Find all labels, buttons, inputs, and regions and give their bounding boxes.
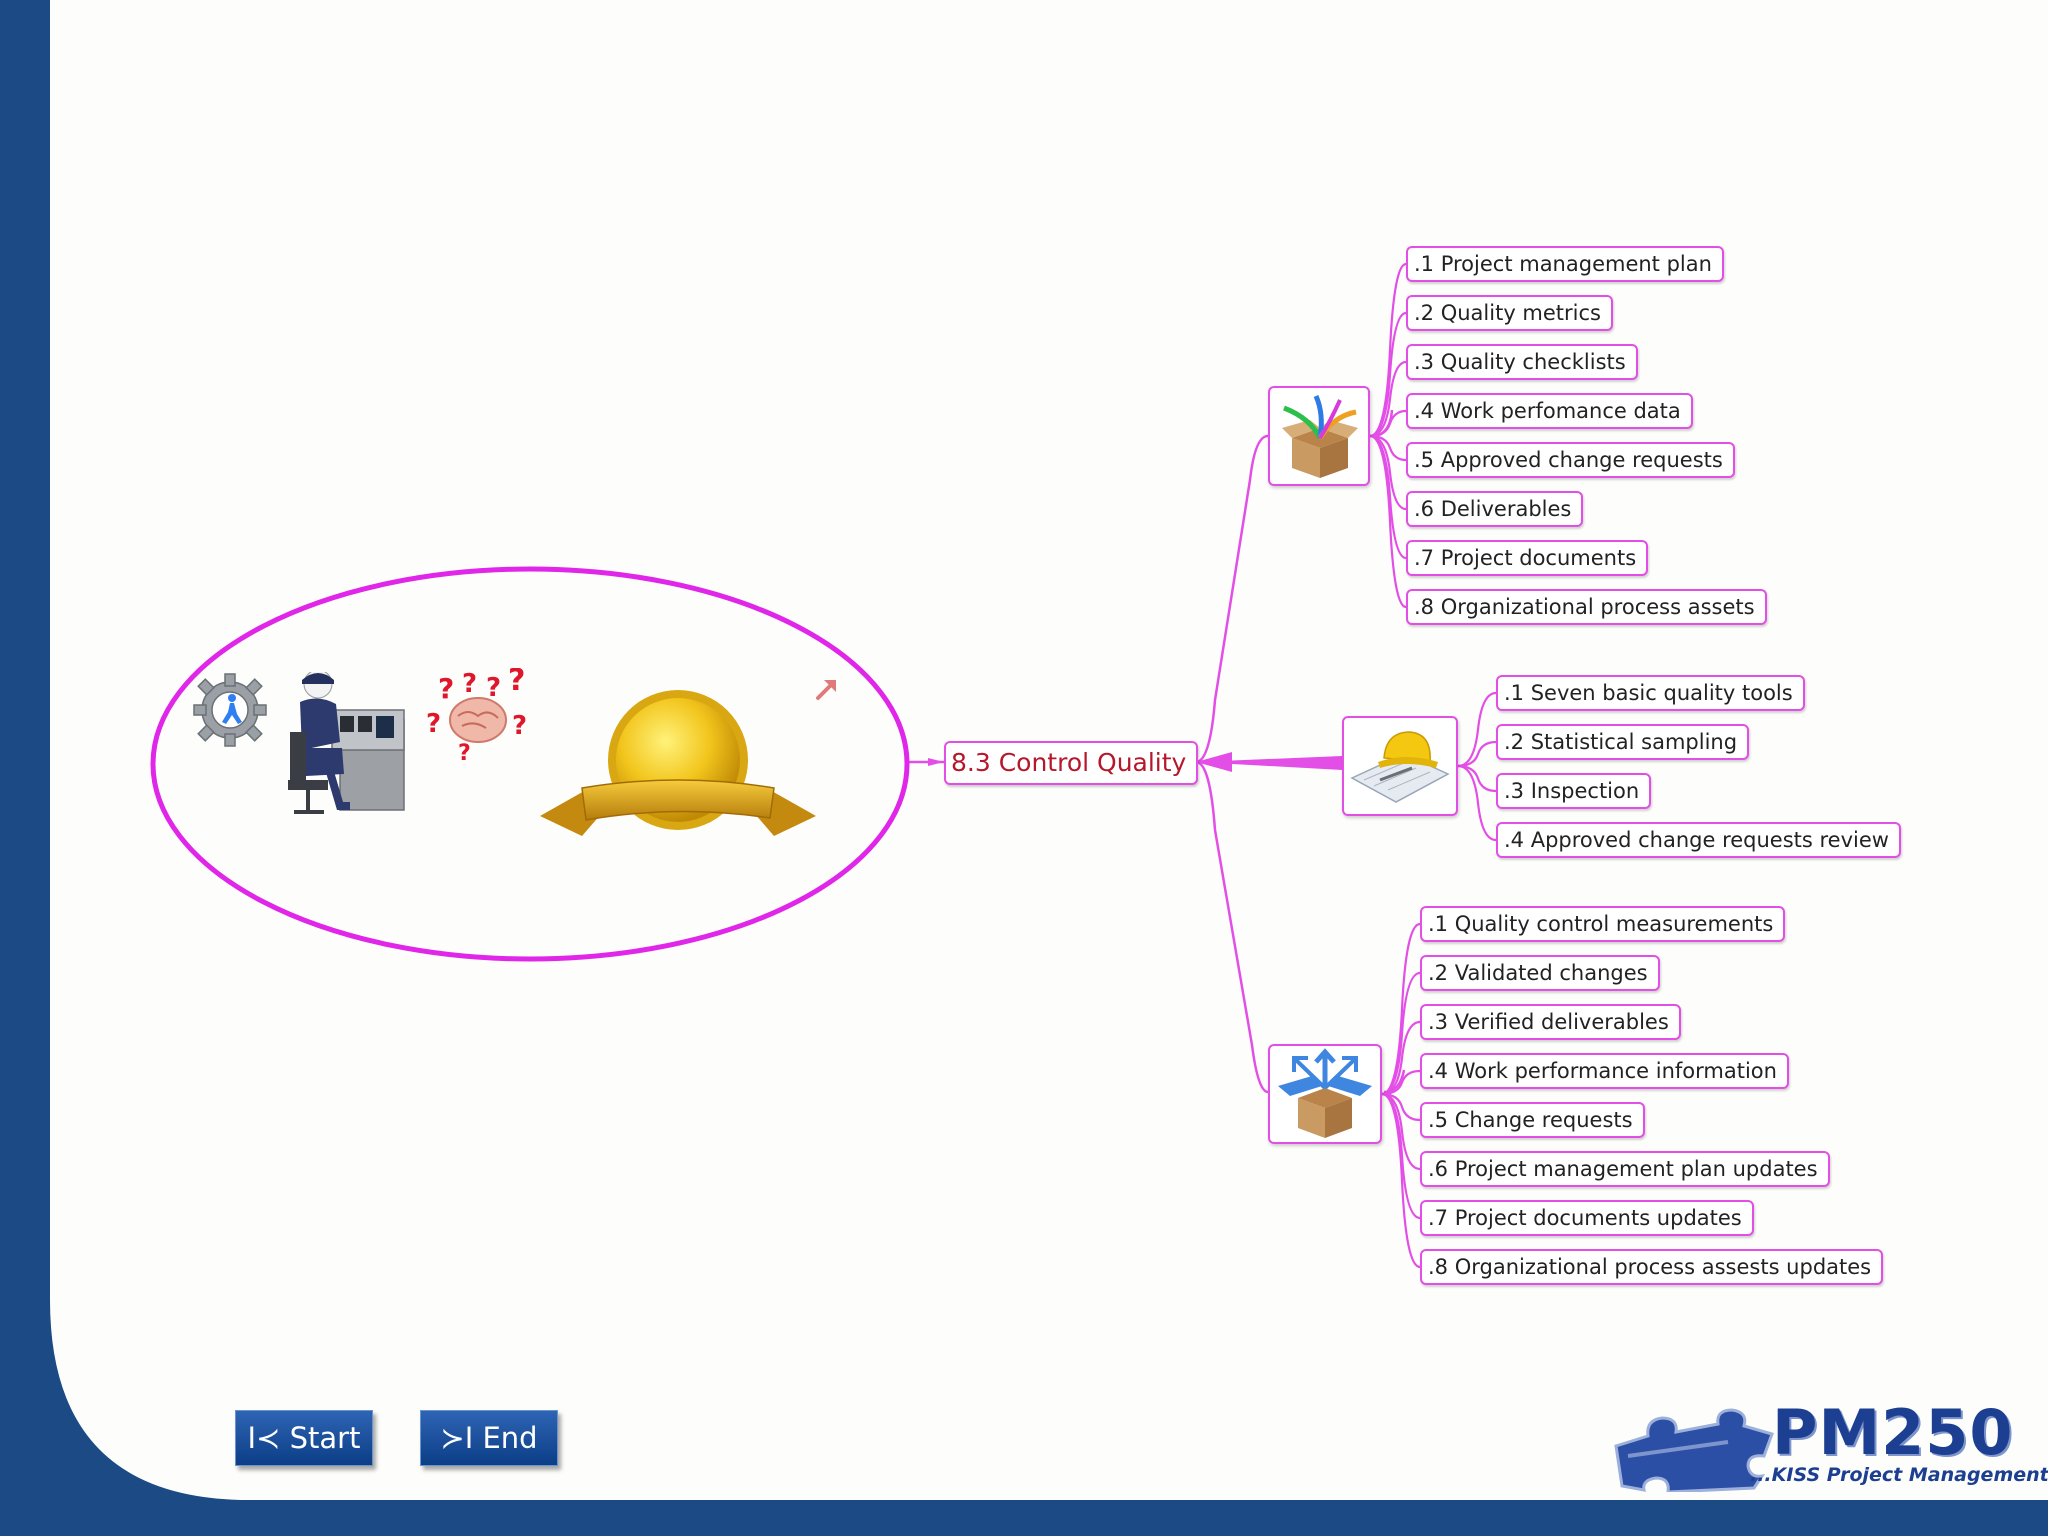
gold-medal-ribbon-icon — [540, 690, 816, 836]
open-box-arrows-in-icon — [1282, 394, 1358, 478]
end-button[interactable]: ≻I End — [420, 1410, 558, 1466]
branch-connector — [1369, 262, 1407, 438]
branch-connector — [1369, 434, 1407, 462]
branch-connector — [1369, 434, 1407, 609]
puzzle-piece-icon — [1614, 1408, 1774, 1492]
svg-text:?: ? — [512, 711, 527, 741]
input-item[interactable]: .1 Project management plan — [1406, 246, 1724, 282]
branch-connector — [1381, 1069, 1421, 1096]
outputs-branch-node[interactable] — [1268, 1044, 1382, 1144]
branch-connector — [1381, 1092, 1421, 1122]
tool-item[interactable]: .4 Approved change requests review — [1496, 822, 1901, 858]
input-item[interactable]: .3 Quality checklists — [1406, 344, 1638, 380]
branch-connector — [1369, 311, 1407, 438]
branch-connector — [1381, 971, 1421, 1096]
branch-connector — [1381, 1092, 1421, 1171]
gear-runner-icon — [193, 673, 267, 747]
branch-connector — [1457, 764, 1497, 842]
output-item[interactable]: .2 Validated changes — [1420, 955, 1660, 991]
svg-text:?: ? — [426, 709, 441, 739]
output-item[interactable]: .8 Organizational process assests update… — [1420, 1249, 1884, 1285]
branch-connector — [1369, 434, 1407, 511]
branch-connector — [1457, 691, 1497, 768]
branch-connector — [1381, 1020, 1421, 1096]
tool-item[interactable]: .3 Inspection — [1496, 773, 1652, 809]
svg-text:?: ? — [508, 668, 525, 698]
branch-connector — [1457, 764, 1497, 793]
branch-connector — [1369, 360, 1407, 438]
input-item[interactable]: .2 Quality metrics — [1406, 295, 1613, 331]
svg-text:?: ? — [462, 669, 477, 699]
hard-hat-blueprint-icon — [1350, 731, 1450, 803]
pm250-logo: PM250 ...KISS Project Management — [1608, 1398, 2048, 1492]
box-arrows-out-icon — [1278, 1048, 1372, 1138]
inputs-branch-node[interactable] — [1268, 386, 1370, 486]
logo-tagline: ...KISS Project Management — [1750, 1464, 2048, 1486]
tool-item[interactable]: .1 Seven basic quality tools — [1496, 675, 1805, 711]
operator-console-icon — [288, 672, 405, 814]
tool-item[interactable]: .2 Statistical sampling — [1496, 724, 1750, 760]
branch-connector — [1369, 409, 1407, 438]
output-item[interactable]: .3 Verified deliverables — [1420, 1004, 1681, 1040]
input-item[interactable]: .5 Approved change requests — [1406, 442, 1735, 478]
input-item[interactable]: .7 Project documents — [1406, 540, 1649, 576]
question-brain-icon: ? ? ? ? ? ? ? — [426, 668, 527, 760]
link-arrow-icon[interactable] — [814, 676, 840, 702]
branch-connector — [1381, 1092, 1421, 1269]
input-item[interactable]: .6 Deliverables — [1406, 491, 1584, 527]
start-button[interactable]: I≺ Start — [235, 1410, 373, 1466]
branch-connector — [1381, 922, 1421, 1096]
output-item[interactable]: .5 Change requests — [1420, 1102, 1645, 1138]
input-item[interactable]: .8 Organizational process assets — [1406, 589, 1767, 625]
svg-text:?: ? — [458, 741, 471, 760]
illustration-ellipse — [150, 566, 910, 962]
central-node[interactable]: 8.3 Control Quality — [944, 741, 1199, 785]
tools-branch-node[interactable] — [1342, 716, 1458, 816]
svg-text:?: ? — [438, 672, 454, 705]
branch-connector — [1457, 740, 1497, 768]
svg-text:?: ? — [486, 673, 501, 703]
input-item[interactable]: .4 Work perfomance data — [1406, 393, 1693, 429]
output-item[interactable]: .6 Project management plan updates — [1420, 1151, 1830, 1187]
output-item[interactable]: .4 Work performance information — [1420, 1053, 1789, 1089]
output-item[interactable]: .7 Project documents updates — [1420, 1200, 1754, 1236]
logo-title: PM250 — [1772, 1396, 2014, 1469]
output-item[interactable]: .1 Quality control measurements — [1420, 906, 1786, 942]
